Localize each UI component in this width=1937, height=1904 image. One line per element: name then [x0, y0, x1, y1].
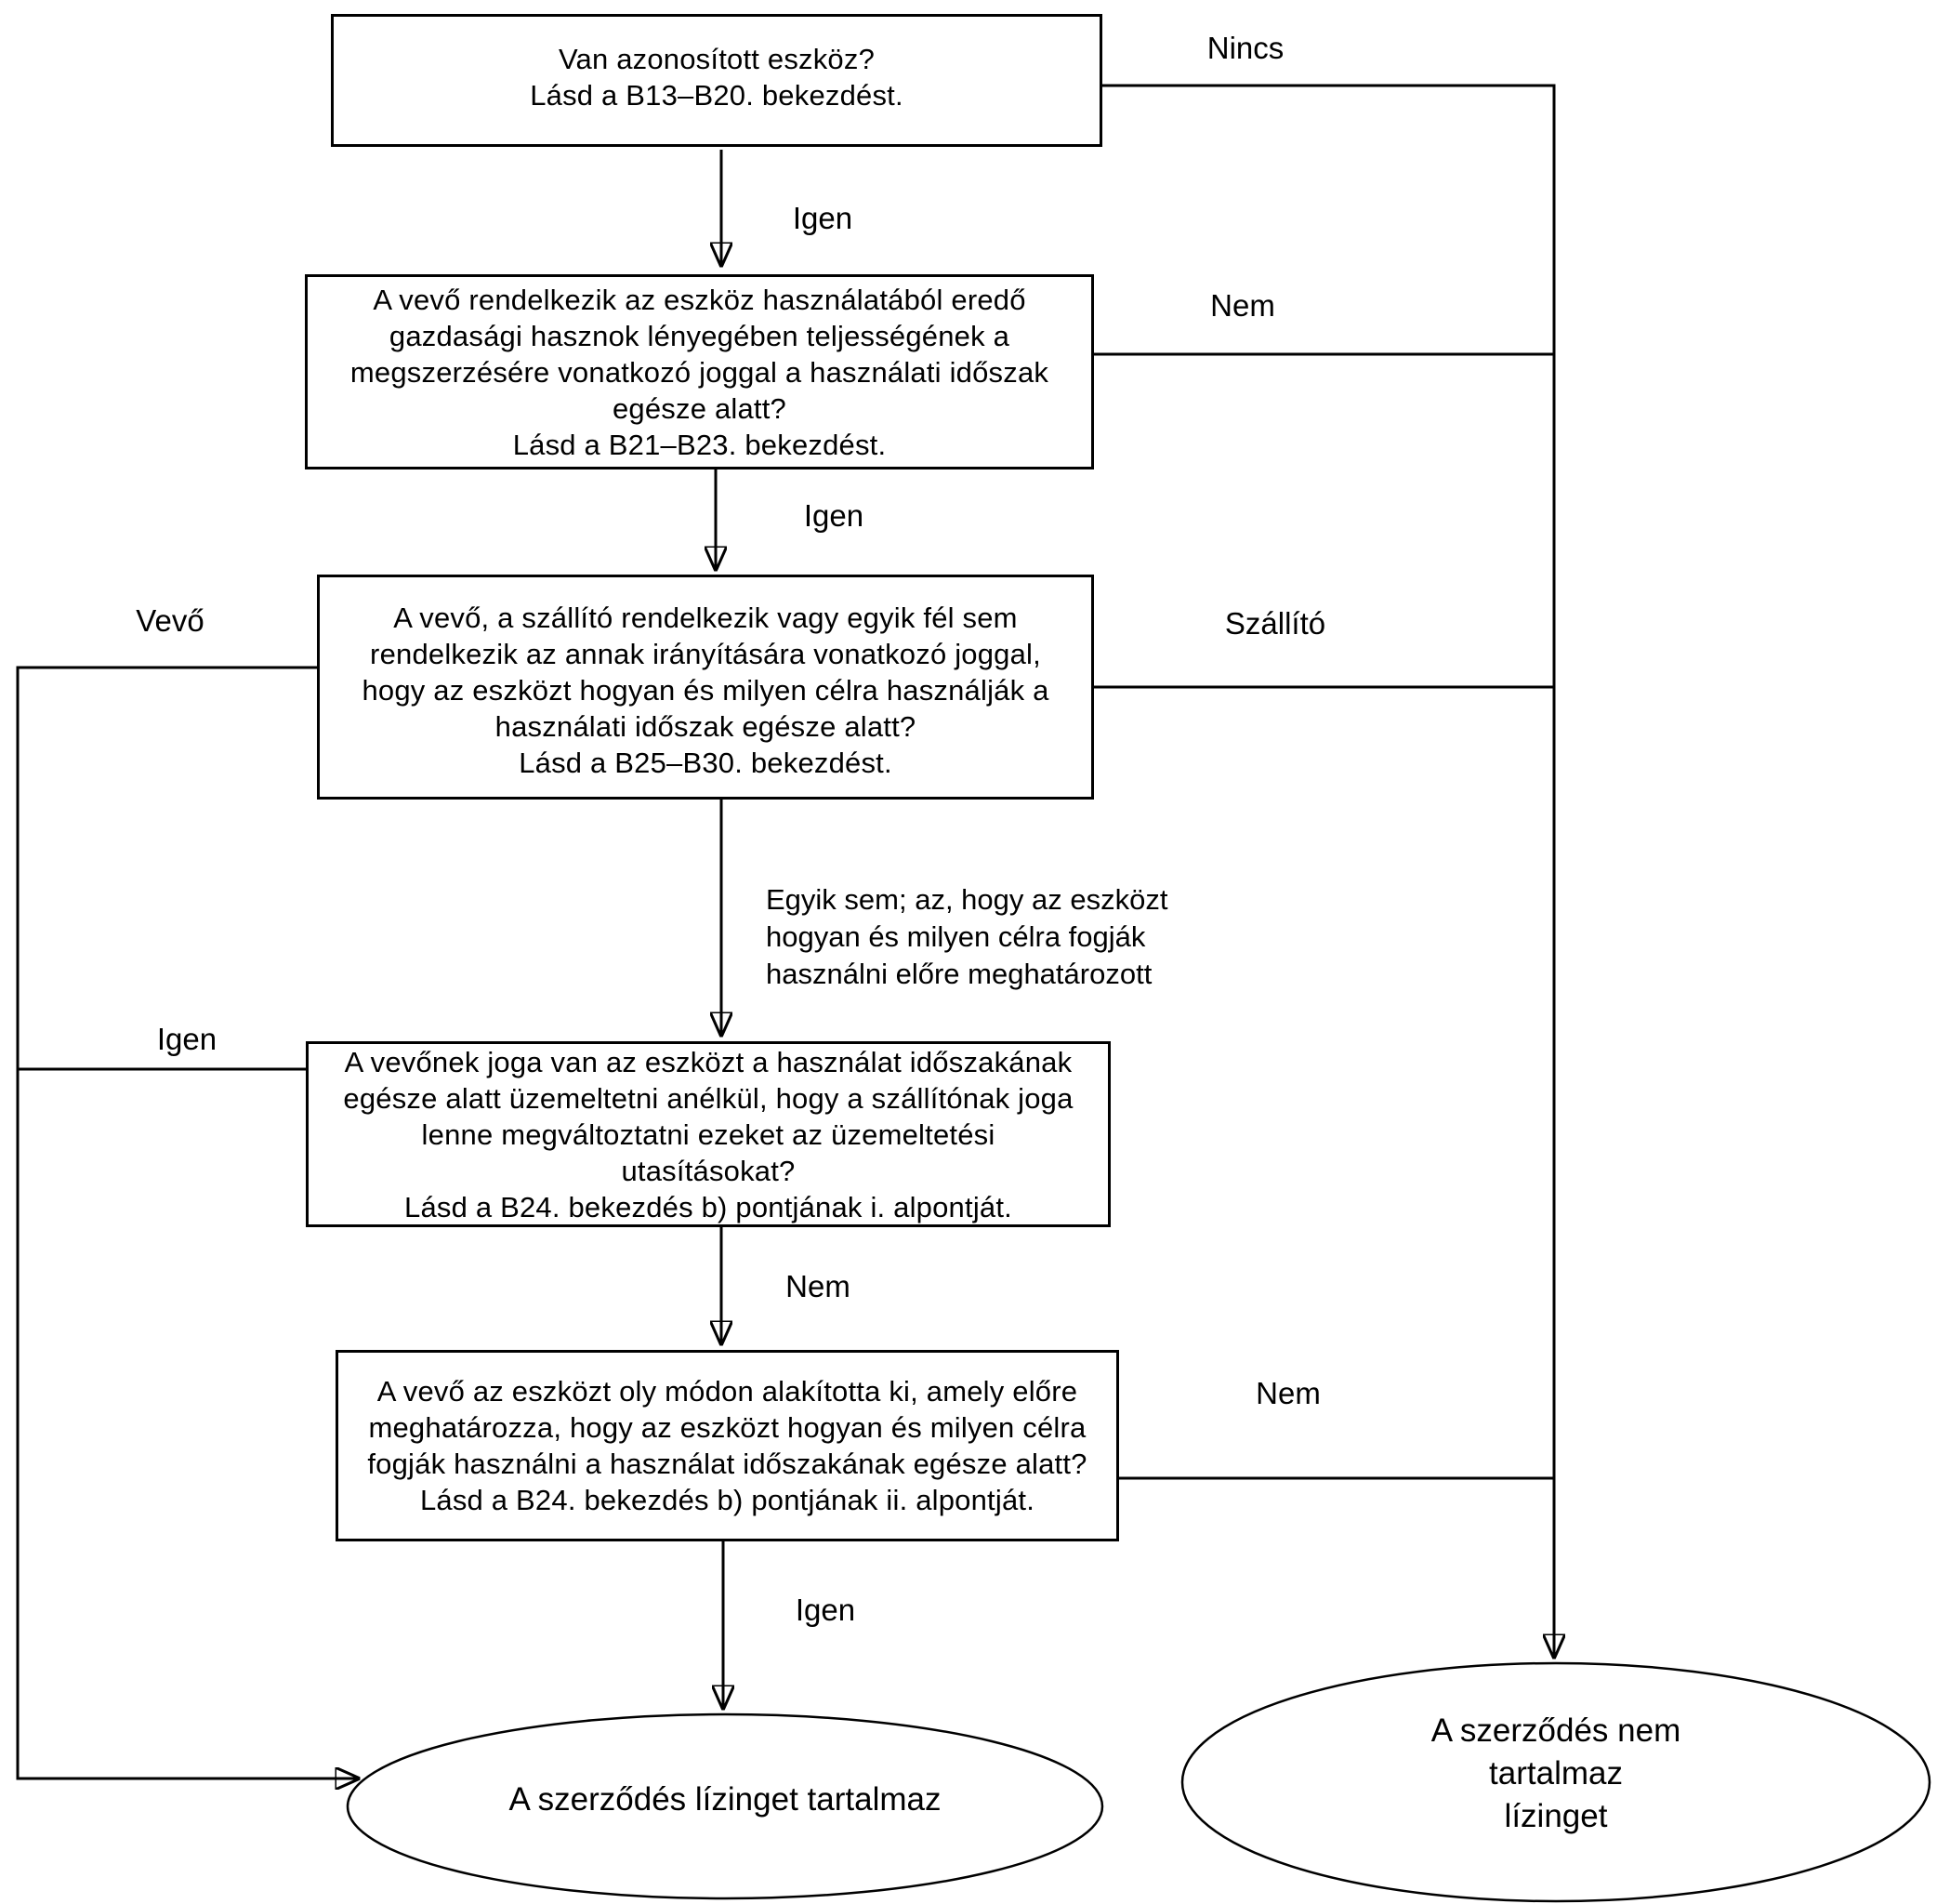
decision-box-designed-asset-text: A vevő az eszközt oly módon alakította k…	[367, 1375, 1087, 1516]
terminal-no-lease-shape	[1180, 1661, 1931, 1903]
edge-box3-lease-vevo	[16, 666, 359, 1778]
decision-box-economic-benefits: A vevő rendelkezik az eszköz használatáb…	[305, 274, 1094, 469]
edge-label-nem-4: Nem	[1256, 1376, 1321, 1410]
decision-box-designed-asset: A vevő az eszközt oly módon alakította k…	[336, 1350, 1119, 1541]
decision-box-identified-asset: Van azonosított eszköz? Lásd a B13–B20. …	[331, 14, 1102, 147]
terminal-lease-shape	[346, 1712, 1104, 1900]
edge-label-igen-4: Igen	[795, 1593, 856, 1627]
edge-label-szallito: Szállító	[1224, 606, 1326, 641]
edge-box1-nolease-nincs	[1102, 84, 1554, 1658]
terminal-no-lease-text: A szerződés nem tartalmaz lízinget	[1430, 1712, 1681, 1834]
edge-label-nem-1: Nem	[1210, 288, 1275, 323]
decision-box-operate-asset: A vevőnek joga van az eszközt a használa…	[306, 1041, 1111, 1227]
decision-box-economic-benefits-text: A vevő rendelkezik az eszköz használatáb…	[349, 283, 1049, 461]
terminal-lease-text: A szerződés lízinget tartalmaz	[508, 1781, 942, 1818]
edge-label-nincs: Nincs	[1206, 31, 1285, 65]
decision-box-identified-asset-text: Van azonosított eszköz? Lásd a B13–B20. …	[530, 43, 903, 112]
edge-label-igen-3: Igen	[156, 1022, 217, 1056]
edge-label-nem-3: Nem	[785, 1269, 850, 1303]
edge-label-igen-2: Igen	[803, 498, 864, 533]
edge-label-vevo: Vevő	[136, 603, 204, 638]
decision-box-direction-right: A vevő, a szállító rendelkezik vagy egyi…	[317, 575, 1094, 800]
edge-label-egyik-sem: Egyik sem; az, hogy az eszközt hogyan és…	[766, 883, 1168, 990]
edge-label-igen-1: Igen	[792, 201, 853, 235]
decision-box-operate-asset-text: A vevőnek joga van az eszközt a használa…	[343, 1045, 1074, 1223]
decision-box-direction-right-text: A vevő, a szállító rendelkezik vagy egyi…	[362, 602, 1049, 779]
